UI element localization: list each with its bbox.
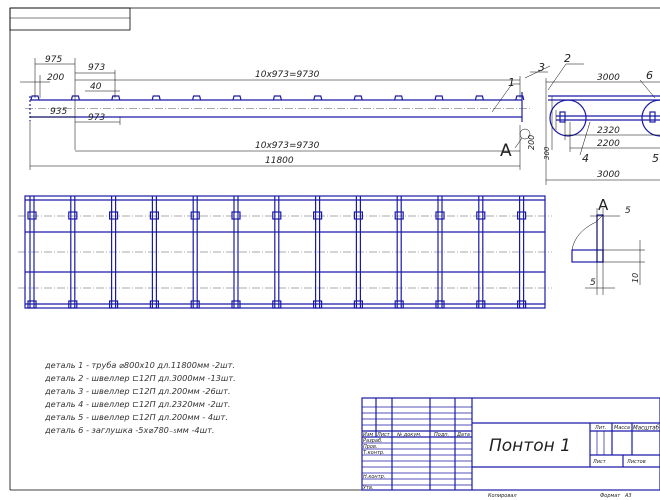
dim-3000-top: 3000	[597, 73, 620, 83]
row-razrab: Разраб.	[363, 438, 383, 444]
clip-pad	[27, 300, 37, 309]
callout-6: 6	[646, 69, 653, 82]
clip-pad	[149, 211, 159, 220]
dim-2200: 2200	[597, 139, 620, 149]
clip-pad	[435, 300, 445, 309]
clip-pad	[68, 300, 78, 309]
clip-pad	[516, 300, 527, 309]
clip	[111, 95, 121, 101]
sheet-frame	[9, 7, 660, 491]
clip-pad	[190, 300, 200, 309]
dim-10x973-top: 10x973=9730	[255, 70, 320, 80]
dim-200-side: 200	[527, 135, 536, 150]
header-doc: № докум.	[396, 432, 422, 438]
section-dim-5-bottom: 5	[590, 278, 596, 288]
clip	[434, 95, 444, 101]
row-nkontr: Н.контр.	[363, 474, 385, 480]
clip	[151, 95, 161, 101]
clip-pad	[313, 211, 323, 220]
clip-pad	[272, 211, 282, 220]
channel-row	[27, 196, 527, 309]
clip	[394, 95, 404, 101]
clip	[474, 95, 484, 101]
clip-pad	[68, 211, 78, 220]
clip-pad	[27, 211, 37, 220]
clip	[232, 95, 242, 101]
section-a-label: A	[598, 196, 609, 214]
view-label-a: A	[500, 141, 512, 161]
mass-label: Масса	[614, 425, 630, 431]
pontoon-plan-view	[18, 195, 552, 309]
pontoon-elevation-view: 975 200 973 40 10x973=9730 935 973 10x97…	[20, 55, 551, 170]
callout-4: 4	[582, 152, 589, 165]
clip-pad	[353, 300, 363, 309]
dim-300: 300	[543, 146, 551, 160]
clip-pad	[108, 300, 119, 309]
dim-3000-bottom: 3000	[597, 170, 620, 180]
header-sign: Подп.	[434, 432, 449, 438]
section-dim-5-top: 5	[625, 206, 631, 216]
dim-10x973-bottom: 10x973=9730	[255, 141, 320, 151]
row-tkontr: Т.контр.	[363, 450, 385, 456]
part-line: деталь 6 - заглушка -5х⌀780₋₅мм -4шт.	[44, 425, 214, 435]
clip-pad	[231, 211, 241, 220]
parts-list: деталь 1 - труба ⌀800х10 дл.11800мм -2шт…	[44, 360, 236, 435]
sheets-label: Листов	[626, 459, 646, 465]
dim-40: 40	[90, 82, 102, 92]
clip	[192, 95, 202, 101]
clip-pad	[394, 211, 404, 220]
dim-975: 975	[45, 55, 62, 65]
dim-935: 935	[50, 107, 67, 117]
callout-3: 3	[538, 61, 545, 74]
header-date: Дата	[456, 432, 470, 438]
part-line: деталь 3 - швеллер ⊏12П дл.200мм -26шт.	[44, 386, 231, 396]
clip	[313, 95, 323, 101]
part-line: деталь 4 - швеллер ⊏12П дл.2320мм -2шт.	[44, 399, 231, 409]
clip-pad	[353, 211, 363, 220]
dim-973-top: 973	[88, 63, 105, 73]
row-prov: Пров.	[363, 444, 378, 450]
section-dim-10: 10	[631, 273, 640, 283]
header-izm: Изм	[363, 432, 373, 438]
pontoon-side-view: 3000 2320 2200 3000 300 2 4 5 6	[543, 52, 660, 185]
format-label: Формат	[600, 493, 621, 499]
section-a-detail: A 5 5 10	[571, 196, 645, 295]
clip-pad	[394, 300, 404, 309]
copied-label: Копировал	[488, 493, 517, 499]
format-value: A3	[624, 493, 632, 499]
clip-pad	[272, 300, 282, 309]
clip-pad	[190, 211, 200, 220]
dim-973-bottom: 973	[88, 113, 105, 123]
callout-1: 1	[508, 76, 515, 89]
clip	[70, 95, 80, 101]
clip-pad	[435, 211, 445, 220]
clip-pad	[476, 300, 486, 309]
title-block: Изм Лист № докум. Подп. Дата Разраб. Про…	[361, 397, 660, 499]
callout-5: 5	[652, 152, 659, 165]
dim-200: 200	[47, 73, 64, 83]
clip	[353, 95, 363, 101]
clip-pad	[149, 300, 159, 309]
clip-pad	[108, 211, 119, 220]
clip-pad	[231, 300, 241, 309]
sheet-label: Лист	[592, 459, 607, 465]
row-utv: Утв.	[363, 485, 374, 491]
part-line: деталь 5 - швеллер ⊏12П дл.200мм - 4шт.	[44, 412, 228, 422]
drawing-title: Понтон 1	[489, 436, 571, 456]
header-list: Лист	[376, 432, 391, 438]
clip-pad	[516, 211, 527, 220]
clip-pad	[476, 211, 486, 220]
callout-2: 2	[564, 52, 571, 65]
scale-label: Масштаб	[633, 424, 659, 432]
dim-11800: 11800	[265, 156, 294, 166]
dim-2320: 2320	[597, 126, 620, 136]
clip	[272, 95, 282, 101]
part-line: деталь 1 - труба ⌀800х10 дл.11800мм -2шт…	[44, 360, 235, 370]
part-line: деталь 2 - швеллер ⊏12П дл.3000мм -13шт.	[44, 373, 236, 383]
lit-label: Лит.	[594, 425, 607, 431]
clip-pad	[313, 300, 323, 309]
